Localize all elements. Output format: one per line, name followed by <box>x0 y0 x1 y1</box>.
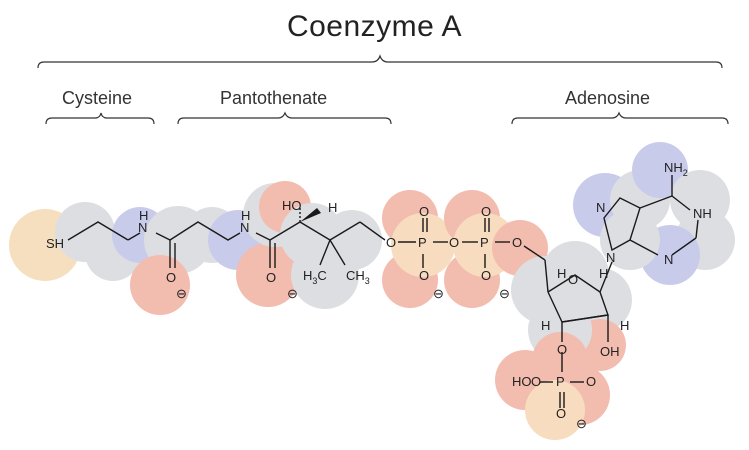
hydroxyl-label: OH <box>600 344 620 359</box>
hydrogen-label: H <box>599 266 608 281</box>
phosphorus-label: P <box>480 235 489 250</box>
atom-labels: SH N H O ⊖ N H O ⊖ HO H H3C CH3 O P O O … <box>46 160 712 431</box>
nh-label: NH <box>693 206 712 221</box>
oxygen-label: O <box>419 268 429 283</box>
atom-spheres <box>9 142 735 440</box>
pantothenate-label: Pantothenate <box>220 88 328 108</box>
oxygen-label: O <box>481 204 491 219</box>
oxygen-label: O <box>586 374 596 389</box>
ring-oxygen-label: O <box>568 272 578 287</box>
phosphorus-sphere <box>391 213 455 277</box>
oxygen-label: O <box>481 268 491 283</box>
charge-label: ⊖ <box>576 416 587 431</box>
nitrogen-label: N <box>240 220 249 235</box>
oxygen-label: O <box>557 342 567 357</box>
oxygen-label: O <box>266 270 276 285</box>
cysteine-label: Cysteine <box>62 88 133 108</box>
pantothenate-brace <box>177 111 392 125</box>
amino-label: NH2 <box>664 160 688 178</box>
hydrogen-label: H <box>241 208 250 223</box>
oxygen-sphere <box>236 243 300 307</box>
phosphorus-label: P <box>556 374 565 389</box>
oxygen-label: O <box>531 374 541 389</box>
phosphorus-label: P <box>418 235 427 250</box>
cysteine-brace <box>45 112 155 125</box>
nitrogen-label: N <box>606 250 615 265</box>
charge-label: ⊖ <box>499 286 510 301</box>
methyl-label: CH3 <box>346 268 370 286</box>
hydrogen-label: H <box>557 266 566 281</box>
adenosine-brace <box>511 111 729 125</box>
oxygen-sphere <box>130 255 190 315</box>
oxygen-label: O <box>166 270 176 285</box>
hydrogen-label: H <box>328 200 337 215</box>
nitrogen-label: N <box>664 252 673 267</box>
hydrogen-label: H <box>541 318 550 333</box>
nitrogen-sphere <box>632 142 688 198</box>
oxygen-label: O <box>419 204 429 219</box>
oxygen-label: O <box>386 235 396 250</box>
diagram-title: Coenzyme A <box>286 10 463 43</box>
hydroxyl-label: HO <box>512 374 532 389</box>
charge-label: ⊖ <box>176 286 187 301</box>
hydroxyl-label: HO <box>282 198 302 213</box>
oxygen-label: O <box>512 235 522 250</box>
nitrogen-label: N <box>596 200 605 215</box>
coenzyme-a-brace <box>37 54 723 69</box>
phosphorus-sphere <box>525 380 585 440</box>
adenosine-label: Adenosine <box>565 88 651 108</box>
carbon-sphere <box>322 210 382 270</box>
charge-label: ⊖ <box>287 286 298 301</box>
oxygen-label: O <box>449 235 459 250</box>
hydrogen-label: H <box>620 318 629 333</box>
charge-label: ⊖ <box>433 286 444 301</box>
nitrogen-label: N <box>138 220 147 235</box>
oxygen-label: O <box>556 406 566 421</box>
sh-label: SH <box>46 236 64 251</box>
methyl-label: H3C <box>303 268 327 286</box>
hydrogen-label: H <box>139 208 148 223</box>
bonds <box>67 175 699 408</box>
